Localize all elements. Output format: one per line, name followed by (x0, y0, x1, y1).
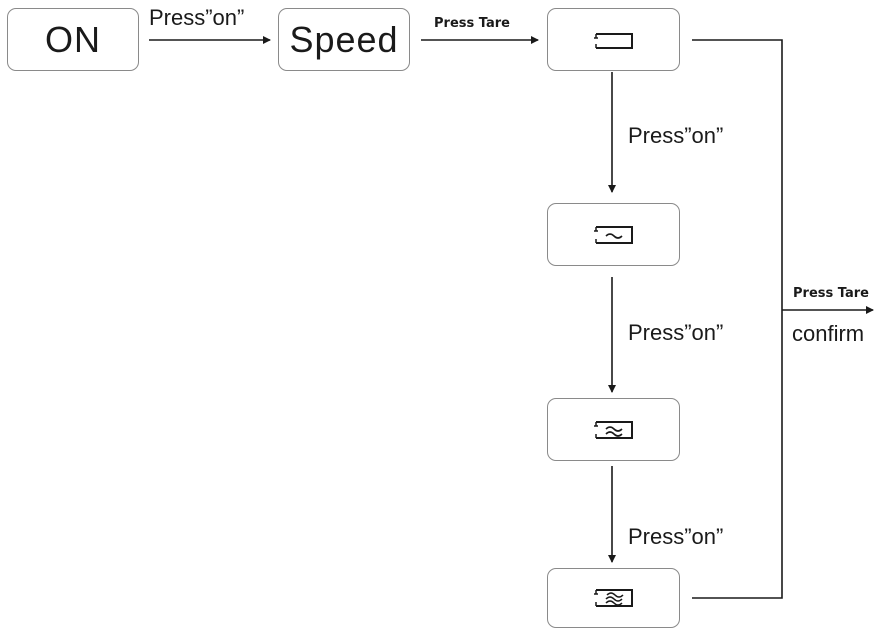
mode-flat-icon (593, 32, 633, 49)
mode-box-3 (547, 398, 680, 461)
on-box: ON (7, 8, 139, 71)
label-press-on-2: Press”on” (628, 320, 724, 345)
label-press-on-1: Press”on” (628, 123, 724, 148)
mode-box-1 (547, 8, 680, 71)
mode-box-2 (547, 203, 680, 266)
mode-single-wave-icon (593, 225, 633, 244)
confirm-bracket-line (692, 39, 783, 599)
label-press-tare-right: Press Tare (793, 286, 869, 301)
mode-double-wave-icon (593, 420, 633, 439)
on-box-label: ON (45, 18, 101, 60)
mode-box-4 (547, 568, 680, 628)
speed-box: Speed (278, 8, 410, 71)
label-confirm: confirm (792, 321, 865, 346)
mode-triple-wave-icon (593, 589, 633, 607)
label-press-on-top: Press”on” (149, 5, 245, 30)
speed-box-label: Speed (289, 18, 399, 60)
label-press-on-3: Press”on” (628, 524, 724, 549)
label-press-tare-top: Press Tare (434, 16, 510, 31)
